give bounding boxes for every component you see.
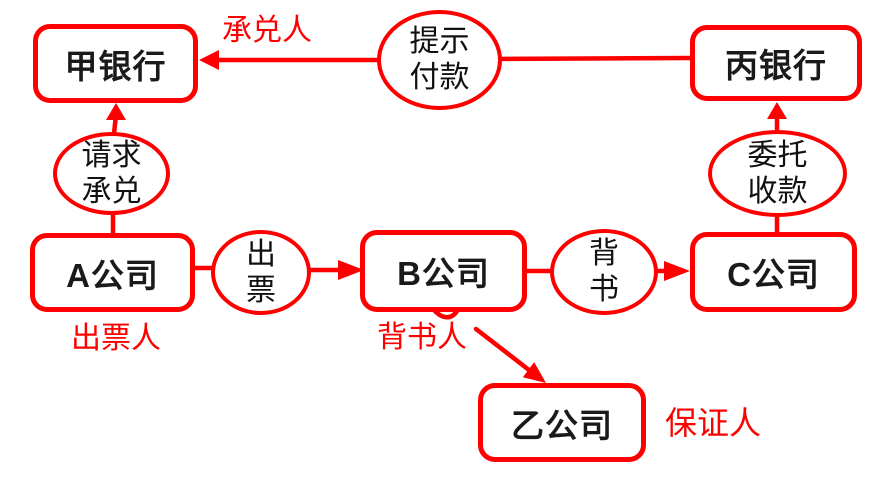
node-bank-bing-label: 丙银行 bbox=[725, 47, 827, 84]
request-acceptance-line2: 承兑 bbox=[81, 174, 142, 208]
arrow-head-company-b-to-company-yi bbox=[522, 362, 546, 383]
node-company-a-label: A公司 bbox=[66, 256, 159, 294]
ellipse-endorse: 背 书 bbox=[550, 229, 658, 315]
label-drawer: 出票人 bbox=[71, 322, 161, 355]
label-endorser: 背书人 bbox=[377, 321, 467, 354]
node-company-a: A公司 bbox=[30, 233, 195, 312]
node-company-yi-label: 乙公司 bbox=[511, 406, 613, 444]
ellipse-draw-bill: 出 票 bbox=[211, 230, 311, 315]
entrust-collection-line2: 收款 bbox=[747, 174, 808, 208]
arrow-company-b-to-company-yi bbox=[473, 326, 532, 373]
node-bank-jia-label: 甲银行 bbox=[64, 47, 167, 85]
ellipse-request-acceptance: 请求 承兑 bbox=[53, 132, 170, 215]
node-company-b: B公司 bbox=[360, 230, 527, 312]
node-company-b-label: B公司 bbox=[397, 255, 490, 292]
line-bank-bing-to-present-payment bbox=[467, 55, 693, 62]
endorse-line2: 书 bbox=[589, 273, 619, 306]
label-guarantor: 保证人 bbox=[665, 405, 762, 441]
entrust-collection-line1: 委托 bbox=[747, 138, 808, 172]
node-company-c: C公司 bbox=[690, 232, 857, 312]
node-bank-jia: 甲银行 bbox=[33, 24, 198, 103]
arrow-head-endorse-to-company-c bbox=[664, 261, 690, 281]
request-acceptance-line1: 请求 bbox=[81, 138, 142, 172]
arrow-head-draw-bill-to-company-b bbox=[338, 260, 364, 280]
node-bank-bing: 丙银行 bbox=[690, 25, 862, 101]
draw-bill-line1: 出 bbox=[246, 237, 276, 271]
present-payment-line1: 提示 bbox=[409, 25, 470, 58]
arrow-head-present-payment-to-bank-jia bbox=[199, 50, 219, 70]
node-company-yi: 乙公司 bbox=[478, 383, 646, 462]
arrow-head-request-acceptance-to-bank-jia bbox=[106, 103, 126, 120]
ellipse-present-payment: 提示 付款 bbox=[377, 10, 502, 110]
ellipse-entrust-collection: 委托 收款 bbox=[708, 130, 847, 217]
endorse-line1: 背 bbox=[589, 237, 619, 270]
arrow-head-entrust-collection-to-bank-bing bbox=[767, 102, 787, 119]
hook-company-b-bottom bbox=[431, 307, 460, 320]
label-acceptor: 承兑人 bbox=[222, 14, 312, 47]
node-company-c-label: C公司 bbox=[727, 256, 820, 293]
present-payment-line2: 付款 bbox=[409, 61, 470, 94]
draw-bill-line2: 票 bbox=[246, 273, 276, 307]
